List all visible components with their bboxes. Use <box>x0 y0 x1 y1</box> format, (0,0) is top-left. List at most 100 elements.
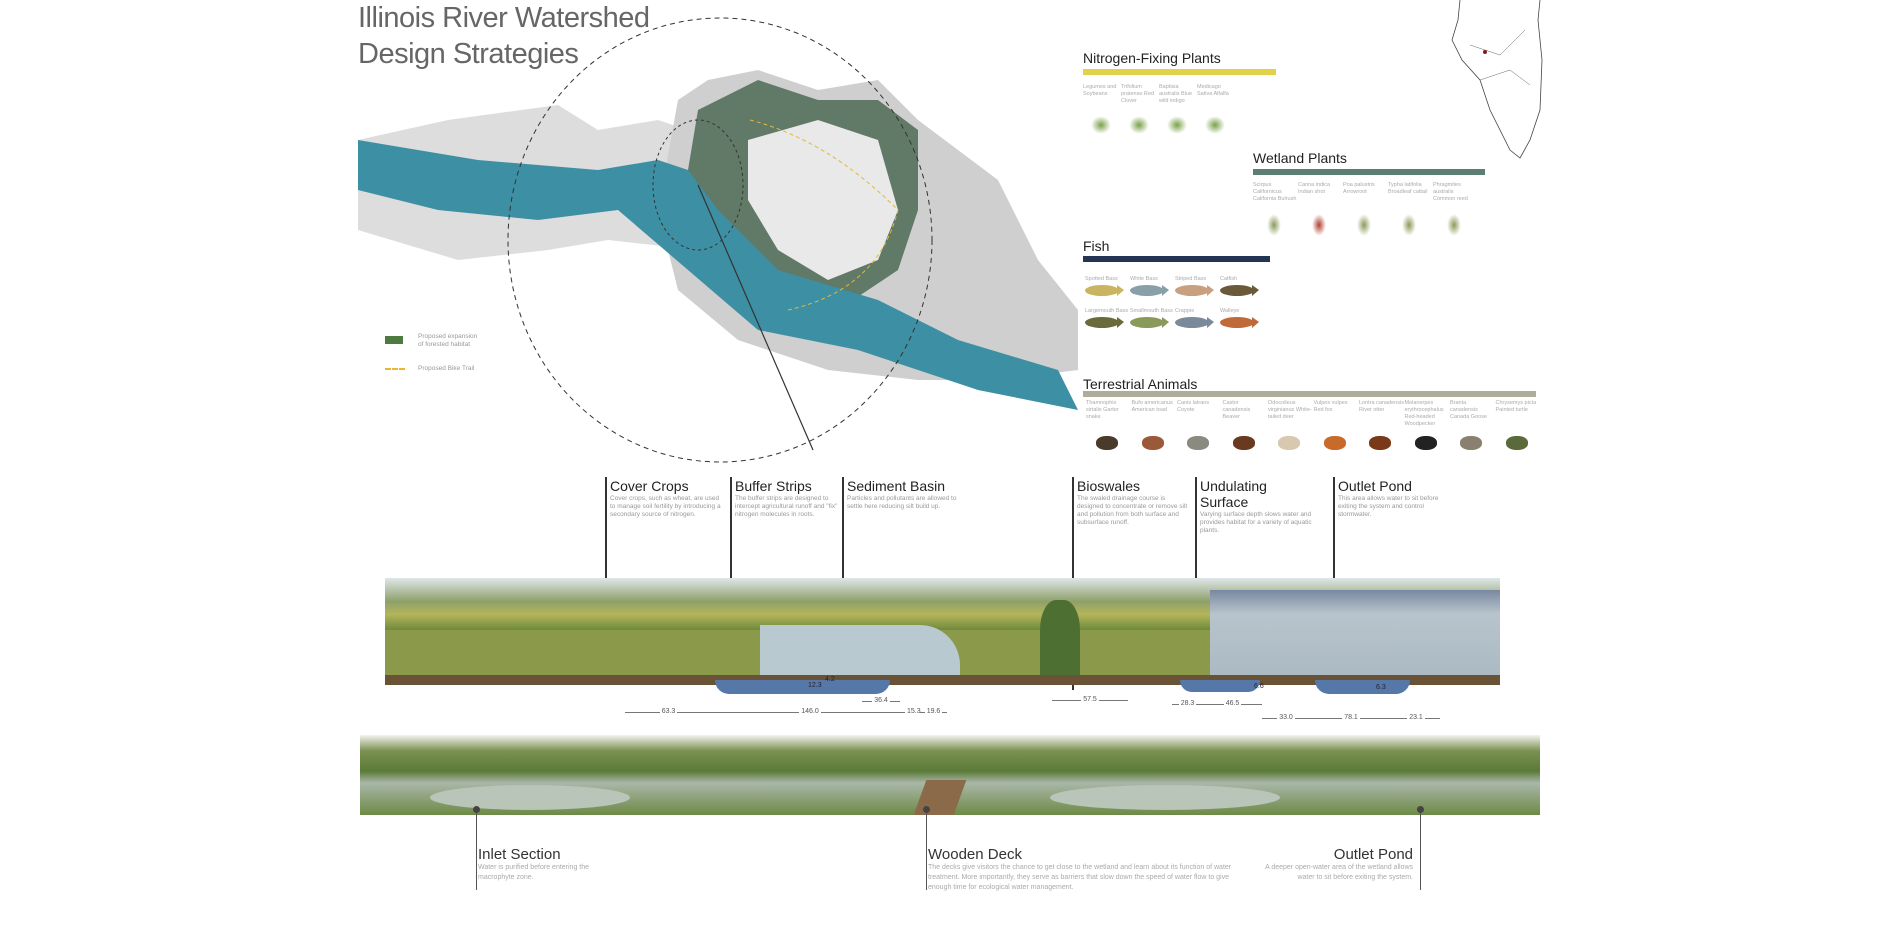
plant-label: Baptisia australis Blue wild indigo <box>1159 84 1193 104</box>
depth-label: 12.3 <box>808 682 822 689</box>
fish-heading: Fish <box>1083 238 1110 254</box>
fish-label: Catfish <box>1220 276 1238 282</box>
fish-label: Largemouth Bass <box>1085 308 1129 314</box>
animal-icon <box>1141 436 1164 450</box>
plant-icon <box>1167 116 1187 134</box>
fish-icon <box>1085 285 1119 296</box>
callout-text: A deeper open-water area of the wetland … <box>1265 864 1413 881</box>
trail-legend-swatch <box>385 368 405 370</box>
callout-text: The decks give visitors the chance to ge… <box>928 864 1232 891</box>
callout-title: Inlet Section <box>478 846 561 863</box>
animal-label: Vulpes vulpes Red fox <box>1313 400 1348 413</box>
section-title: Cover Crops <box>610 478 689 494</box>
callout-dot <box>473 806 480 813</box>
fish-label: White Bass <box>1130 276 1158 282</box>
nitrogen-heading: Nitrogen-Fixing Plants <box>1083 50 1221 66</box>
plant-icon <box>1205 116 1225 134</box>
dimension: 78.1 <box>1310 714 1392 726</box>
terrestrial-heading: Terrestrial Animals <box>1083 376 1198 392</box>
animal-label: Bufo americanus American toad <box>1131 400 1173 413</box>
section-title: Outlet Pond <box>1338 478 1412 494</box>
fish-label: Smallmouth Bass <box>1130 308 1173 314</box>
plant-icon <box>1129 116 1149 134</box>
fish-label: Spotted Bass <box>1085 276 1118 282</box>
plant-icon <box>1312 214 1326 236</box>
section-leader-line <box>1333 477 1335 650</box>
dimension: 36.4 <box>862 697 900 709</box>
plant-label: Poa palustris Arrowroot <box>1343 182 1375 195</box>
dimension: 15.3 <box>905 708 923 720</box>
river <box>358 140 1078 410</box>
animal-label: Canis latrans Coyote <box>1177 400 1210 413</box>
nitrogen-bar <box>1083 69 1276 75</box>
depth-label: 4.2 <box>825 676 835 683</box>
callout-title: Outlet Pond <box>1333 846 1413 863</box>
dimension: 33.0 <box>1262 714 1310 726</box>
plant-label: Legumes and Soybeans <box>1083 84 1117 97</box>
callout-title: Wooden Deck <box>928 846 1022 863</box>
fish-icon <box>1085 317 1119 328</box>
animal-label: Odocoileus virginianus White-tailed deer <box>1268 400 1312 420</box>
dimension: 23.1 <box>1392 714 1440 726</box>
basin-profile <box>715 680 890 694</box>
terrestrial-bar <box>1083 391 1536 397</box>
section-title: Buffer Strips <box>735 478 812 494</box>
watershed-map <box>358 17 1078 463</box>
legend-forest: Proposed expansion of forested habitat <box>418 333 478 348</box>
plant-label: Trifolium pratense Red Clover <box>1121 84 1155 104</box>
animal-icon <box>1232 436 1255 450</box>
section-leader-line <box>605 477 607 650</box>
plant-label: Typha latifolia Broadleaf cattail <box>1388 182 1428 195</box>
legend-trail: Proposed Bike Trail <box>418 365 475 372</box>
animal-icon <box>1505 436 1528 450</box>
fish-tail-icon <box>1252 285 1259 296</box>
sediment-basin-water <box>760 625 960 675</box>
animal-icon <box>1369 436 1391 450</box>
animal-label: Branta canadensis Canada Goose <box>1450 400 1487 420</box>
section-title: Sediment Basin <box>847 478 946 494</box>
plant-label: Scirpus Californicus California Bulrush <box>1253 182 1297 202</box>
plant-icon <box>1357 214 1371 236</box>
fish-tail-icon <box>1117 285 1124 296</box>
depth-label: 6.3 <box>1376 684 1386 691</box>
fish-tail-icon <box>1207 317 1214 328</box>
fish-tail-icon <box>1162 285 1169 296</box>
fish-bar <box>1083 256 1270 262</box>
wetland-heading: Wetland Plants <box>1253 150 1347 166</box>
section-leader-line <box>842 477 844 650</box>
dimension: 46.5 <box>1203 700 1262 712</box>
callout-line <box>476 808 477 890</box>
plant-label: Medicago Sativa Alfalfa <box>1197 84 1229 97</box>
dimension: 28.3 <box>1172 700 1203 712</box>
focus-circle <box>507 17 933 463</box>
section-text: Cover crops, such as wheat, are used to … <box>610 495 721 518</box>
animal-icon <box>1096 436 1118 450</box>
plant-icon <box>1402 214 1416 236</box>
dimension: 57.5 <box>1052 696 1128 708</box>
animal-icon <box>1323 436 1346 450</box>
animal-label: Thamnophis sirtalis Garter snake <box>1086 400 1119 420</box>
fish-tail-icon <box>1117 317 1124 328</box>
animal-icon <box>1278 436 1300 450</box>
fish-icon <box>1220 317 1254 328</box>
fish-label: Striped Bass <box>1175 276 1207 282</box>
section-title: Undulating Surface <box>1200 478 1267 510</box>
animal-label: Lontra canadensis River otter <box>1359 400 1404 413</box>
location-dot <box>1483 50 1487 54</box>
callout-text: Water is purified before entering the ma… <box>478 864 590 881</box>
dimension: 146.0 <box>712 708 908 720</box>
plant-label: Phragmites australis Common reed <box>1433 182 1468 202</box>
section-leader-line <box>730 477 732 678</box>
forest-legend-swatch <box>385 336 403 344</box>
animal-icon <box>1414 436 1437 450</box>
wetland-bar <box>1253 169 1485 175</box>
animal-label: Melanerpes erythrocephalus Red-headed Wo… <box>1404 400 1444 427</box>
